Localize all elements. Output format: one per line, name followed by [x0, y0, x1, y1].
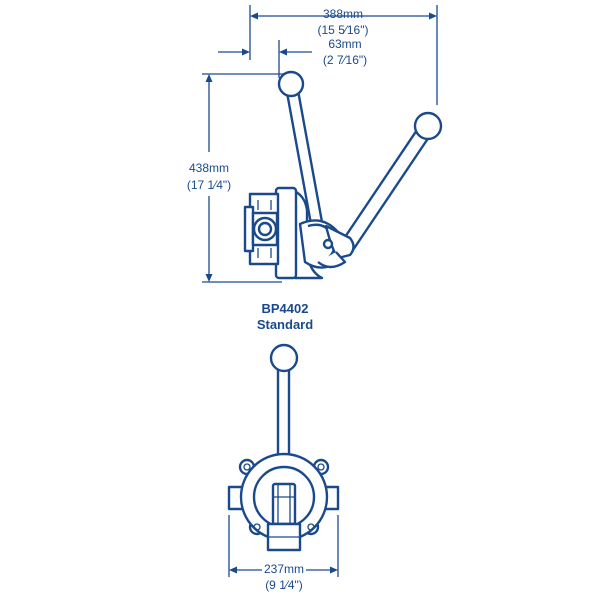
offset-dimension: 63mm (2 7⁄16")	[218, 37, 367, 78]
side-view: 388mm (15 5⁄16") 63mm (2 7⁄16") 438mm (1…	[187, 5, 443, 332]
height-imperial: (17 1⁄4")	[187, 178, 231, 192]
angled-handle	[339, 111, 443, 252]
overall-width-dimension: 388mm (15 5⁄16")	[249, 5, 438, 105]
offset-imperial: (2 7⁄16")	[323, 53, 367, 67]
overall-width-imperial: (15 5⁄16")	[318, 23, 369, 37]
front-width-imperial: (9 1⁄4")	[265, 578, 303, 592]
model-caption: BP4402	[262, 301, 309, 316]
height-dimension: 438mm (17 1⁄4")	[187, 73, 288, 283]
lever-pivot	[298, 219, 355, 269]
pump-body-front	[239, 452, 329, 552]
variant-caption: Standard	[257, 317, 313, 332]
front-width-metric: 237mm	[264, 562, 304, 576]
front-view: 237mm (9 1⁄4")	[227, 343, 340, 592]
front-handle	[269, 343, 299, 492]
height-metric: 438mm	[189, 161, 229, 175]
overall-width-metric: 388mm	[323, 7, 363, 21]
front-width-dimension: 237mm (9 1⁄4")	[228, 515, 339, 592]
offset-metric: 63mm	[328, 37, 361, 51]
